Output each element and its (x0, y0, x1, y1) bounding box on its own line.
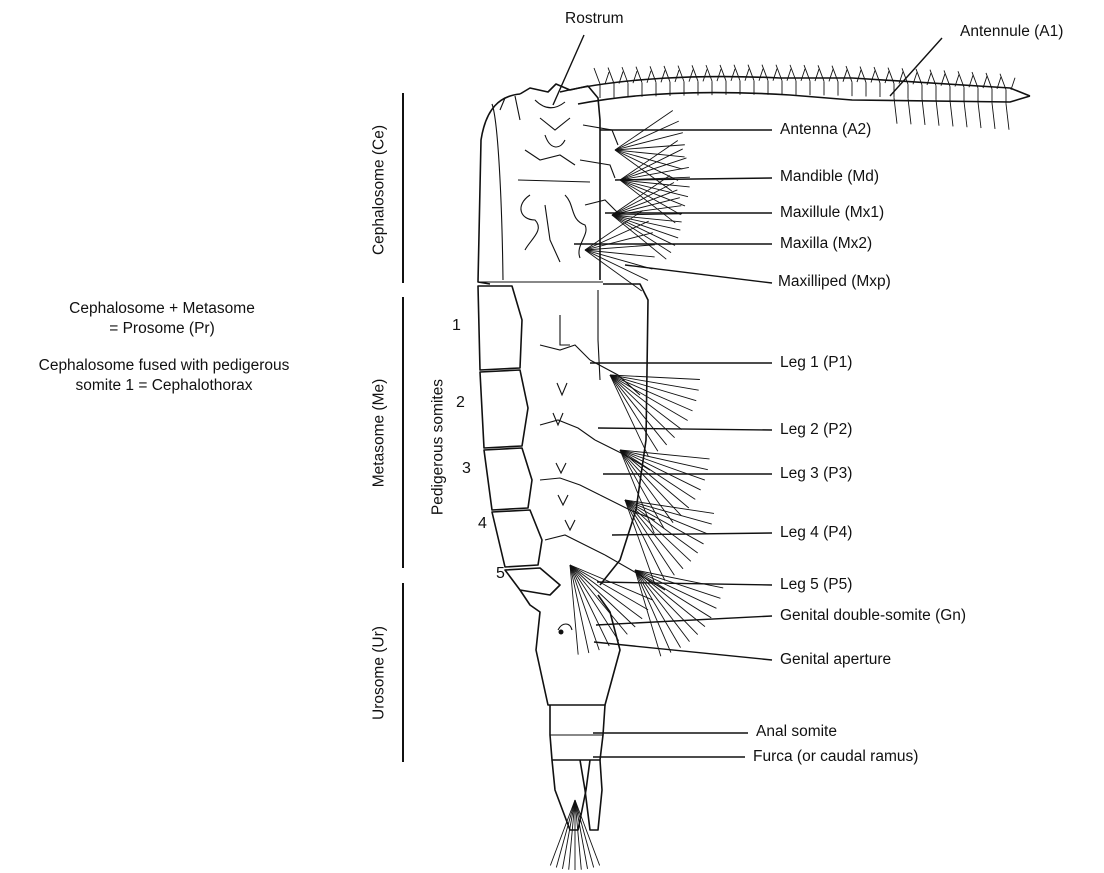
rostrum-label: Rostrum (565, 11, 624, 27)
metasome-right (598, 284, 648, 585)
cephalosome-outline (478, 84, 603, 284)
prosome-note: Cephalosome + Metasome = Prosome (Pr) (20, 299, 304, 339)
furca-label: Furca (or caudal ramus) (753, 749, 918, 765)
cephalothorax-note: Cephalosome fused with pedigerous somite… (6, 356, 322, 396)
somite-number-5: 5 (496, 566, 505, 582)
leader-lines (553, 35, 942, 757)
cephalosome-label: Cephalosome (Ce) (371, 125, 387, 255)
antennule (560, 77, 1030, 104)
leg2-label: Leg 2 (P2) (780, 422, 852, 438)
antennule-label: Antennule (A1) (960, 24, 1063, 40)
genital-aperture-label: Genital aperture (780, 652, 891, 668)
urosome (520, 590, 620, 830)
leg4-label: Leg 4 (P4) (780, 525, 852, 541)
maxilla-label: Maxilla (Mx2) (780, 236, 872, 252)
somite-number-4: 4 (478, 516, 487, 532)
somite-number-2: 2 (456, 395, 465, 411)
leg3-label: Leg 3 (P3) (780, 466, 852, 482)
cephalothorax-note-line1: Cephalosome fused with pedigerous (6, 356, 322, 376)
pedigerous-somites-label: Pedigerous somites (430, 379, 446, 515)
prosome-note-line2: = Prosome (Pr) (20, 319, 304, 339)
metasome-segments (478, 286, 560, 595)
antenna-label: Antenna (A2) (780, 122, 871, 138)
prosome-note-line1: Cephalosome + Metasome (20, 299, 304, 319)
maxilliped-label: Maxilliped (Mxp) (778, 274, 891, 290)
somite-number-3: 3 (462, 461, 471, 477)
leg1-label: Leg 1 (P1) (780, 355, 852, 371)
genital-double-somite-label: Genital double-somite (Gn) (780, 608, 966, 624)
anal-somite-label: Anal somite (756, 724, 837, 740)
somite-number-1: 1 (452, 318, 461, 334)
cephalothorax-note-line2: somite 1 = Cephalothorax (6, 376, 322, 396)
leg5-label: Leg 5 (P5) (780, 577, 852, 593)
mandible-label: Mandible (Md) (780, 169, 879, 185)
maxillule-label: Maxillule (Mx1) (780, 205, 884, 221)
urosome-label: Urosome (Ur) (371, 626, 387, 720)
metasome-label: Metasome (Me) (371, 379, 387, 488)
mouthparts (518, 100, 620, 262)
